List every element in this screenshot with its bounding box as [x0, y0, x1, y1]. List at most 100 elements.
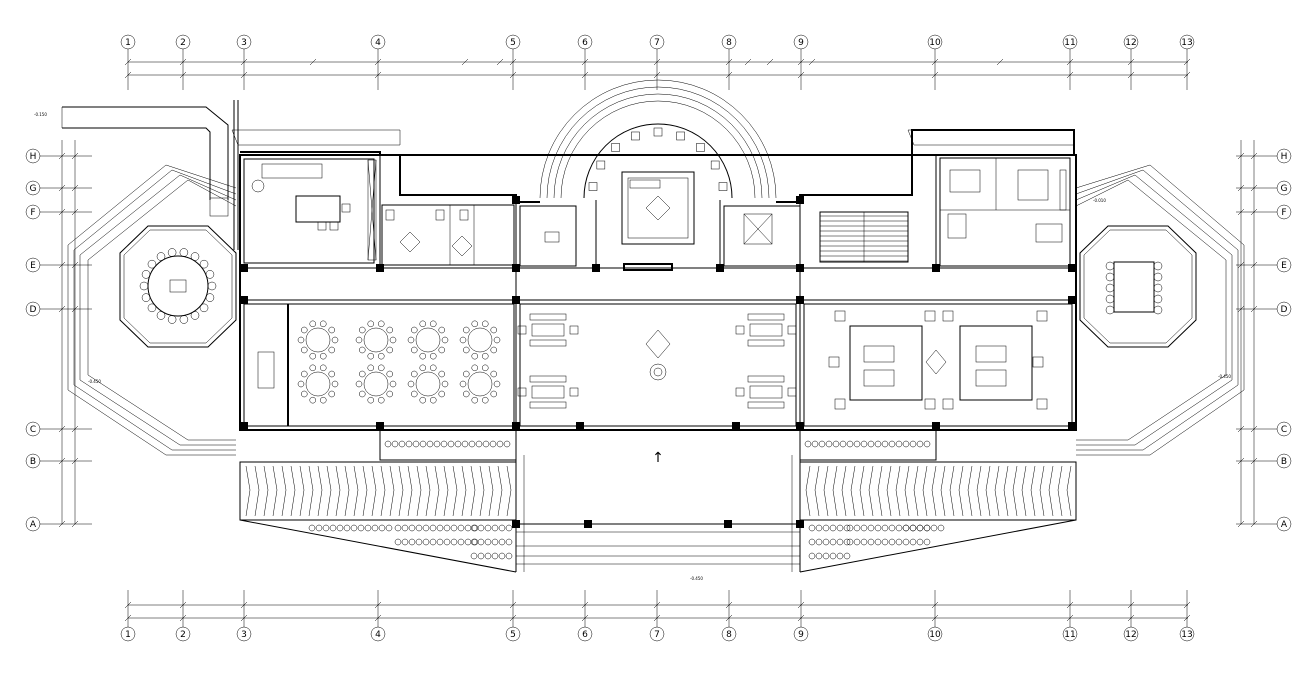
seat: [895, 538, 903, 546]
axis-column-10-top: 10: [927, 34, 943, 90]
seat: [308, 524, 316, 532]
chair: [718, 182, 728, 191]
left-octagon-terrace: [67, 129, 401, 456]
axis-column-3-top: 3: [236, 34, 252, 90]
chair: [167, 315, 177, 324]
seat: [401, 538, 409, 546]
shrub: [412, 440, 420, 448]
shrub: [888, 440, 896, 448]
seat: [815, 524, 823, 532]
column: [932, 422, 940, 430]
seat: [491, 524, 499, 532]
seat: [822, 538, 830, 546]
column: [796, 296, 804, 304]
seat: [836, 524, 844, 532]
seat: [415, 524, 423, 532]
seat: [902, 538, 910, 546]
chair: [179, 248, 189, 257]
axis-column-8-top: 8: [721, 34, 737, 90]
seat: [874, 524, 882, 532]
shrub: [482, 440, 490, 448]
chair: [199, 303, 209, 313]
column: [512, 196, 520, 204]
left-octagon-room: [119, 225, 237, 348]
seat: [491, 552, 499, 560]
axis-row-E-left: E: [25, 257, 92, 273]
axis-row-H-right: H: [1236, 148, 1292, 164]
seat: [881, 524, 889, 532]
right-dimension-lines: [1237, 140, 1258, 528]
axis-row-C-right: C: [1236, 421, 1292, 437]
axis-column-5-bottom: 5: [505, 590, 521, 642]
axis-label: 10: [929, 38, 941, 48]
restrooms-left: [381, 204, 515, 266]
shrub: [916, 440, 924, 448]
axis-label: A: [1281, 520, 1288, 530]
axis-label: 8: [726, 630, 732, 640]
axis-label: 12: [1125, 38, 1136, 48]
seat: [937, 524, 945, 532]
lounge-chair: [828, 356, 840, 368]
seat: [909, 538, 917, 546]
seat: [336, 524, 344, 532]
axis-column-8-bottom: 8: [721, 590, 737, 642]
column: [796, 196, 804, 204]
seat: [450, 538, 458, 546]
seat: [343, 524, 351, 532]
long-table: [257, 351, 275, 389]
axis-column-6-bottom: 6: [577, 590, 593, 642]
shrub: [475, 440, 483, 448]
lounge-chair: [924, 398, 936, 410]
chair: [1153, 272, 1163, 282]
column: [796, 264, 804, 272]
seat: [829, 524, 837, 532]
right-octagon-room: [1079, 225, 1197, 348]
seat: [470, 552, 478, 560]
shrub: [384, 440, 392, 448]
axis-column-9-bottom: 9: [793, 590, 809, 642]
axis-row-E-right: E: [1236, 257, 1292, 273]
chair: [179, 315, 189, 324]
axis-label: 12: [1125, 630, 1136, 640]
seat: [436, 524, 444, 532]
level-side-right: -0.450: [1218, 374, 1231, 379]
axis-column-7-bottom: 7: [649, 590, 665, 642]
office-desk: [295, 195, 341, 223]
chair: [147, 303, 157, 313]
seat: [464, 524, 472, 532]
axis-row-C-left: C: [25, 421, 92, 437]
lounge-rug-left: [849, 325, 923, 401]
axis-row-A-left: A: [25, 516, 92, 532]
round-table: [407, 320, 449, 360]
chair: [596, 160, 606, 170]
axis-label: 11: [1064, 38, 1075, 48]
axis-row-F-left: F: [25, 204, 92, 220]
chair: [631, 131, 640, 141]
shrub: [405, 440, 413, 448]
lobby-rug: [645, 329, 671, 359]
chair: [205, 270, 215, 279]
chair: [611, 143, 620, 152]
column: [376, 422, 384, 430]
seat: [505, 524, 513, 532]
seat: [860, 538, 868, 546]
level-entry-right: -0.010: [1093, 198, 1106, 203]
chair: [156, 311, 166, 320]
shrub: [895, 440, 903, 448]
axis-row-G-left: G: [25, 180, 92, 196]
seat: [836, 538, 844, 546]
seat: [815, 552, 823, 560]
seat: [457, 524, 465, 532]
axis-label: D: [30, 305, 37, 315]
seat: [923, 538, 931, 546]
axis-row-D-right: D: [1236, 301, 1292, 317]
seat: [843, 538, 851, 546]
round-table: [459, 364, 501, 404]
sofa-group: [517, 313, 579, 347]
seat: [888, 538, 896, 546]
shrub: [902, 440, 910, 448]
axis-label: 2: [180, 38, 186, 48]
axis-column-7-top: 7: [649, 34, 665, 90]
axis-label: 1: [125, 38, 131, 48]
